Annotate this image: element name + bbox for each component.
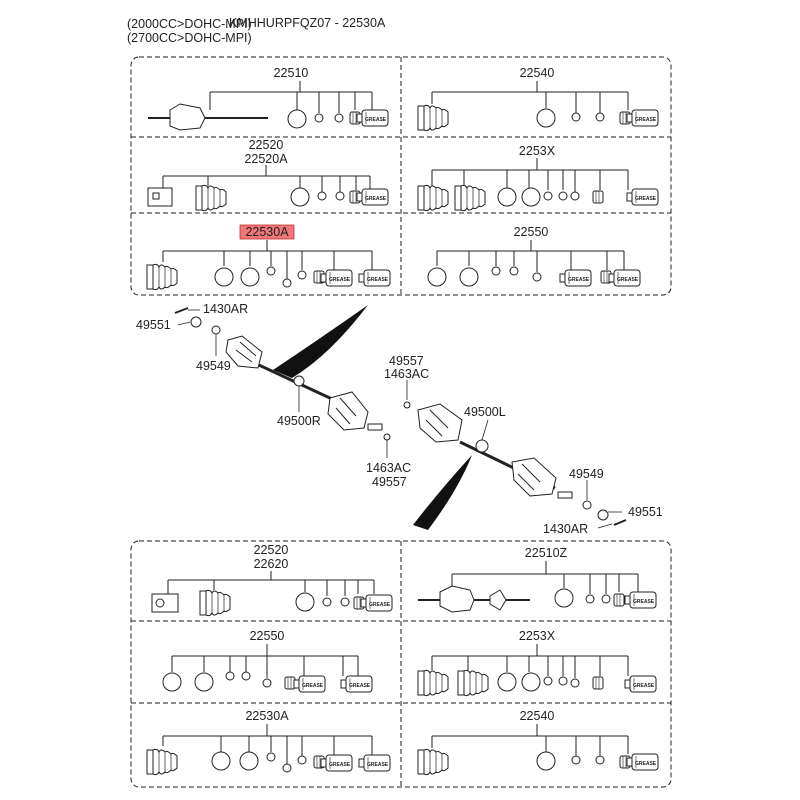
grease-label: GREASE	[617, 277, 639, 283]
label-1430ar-right: 1430AR	[543, 522, 588, 536]
kit-22510-lines	[148, 81, 373, 131]
section-band-lower	[413, 455, 472, 530]
label-49557-bottom: 49557	[372, 475, 407, 489]
kit-22530a-lines	[162, 240, 373, 288]
grease-label: GREASE	[635, 117, 657, 123]
grease-label: GREASE	[349, 683, 371, 689]
label-49500r: 49500R	[277, 414, 321, 428]
grease-label: GREASE	[329, 762, 351, 768]
bottom-kit-panel	[130, 540, 672, 788]
grease-label: GREASE	[633, 599, 655, 605]
drive-shaft-49500l	[417, 403, 627, 526]
label-22540-bottom: 22540	[520, 709, 555, 723]
kit-22550-lines	[427, 240, 625, 287]
label-22530a-highlight: 22530A	[245, 225, 289, 239]
kit-2253x-bottom-lines	[431, 644, 629, 692]
grease-label: GREASE	[369, 602, 391, 608]
label-22510: 22510	[274, 66, 309, 80]
center-leaders	[177, 309, 622, 529]
label-22550: 22550	[514, 225, 549, 239]
label-49549-right: 49549	[569, 467, 604, 481]
section-band-upper	[273, 305, 368, 378]
grease-label: GREASE	[365, 117, 387, 123]
label-22520-bottom: 22520	[254, 543, 289, 557]
label-49500l: 49500L	[464, 405, 506, 419]
label-22550-bottom: 22550	[250, 629, 285, 643]
label-1463ac-bottom: 1463AC	[366, 461, 411, 475]
kit-22510z-lines	[418, 561, 639, 613]
kit-22540-bottom-lines	[431, 724, 629, 771]
label-22520a: 22520A	[244, 152, 288, 166]
label-2253x-bottom: 2253X	[519, 629, 556, 643]
label-49551-left: 49551	[136, 318, 171, 332]
grease-label: GREASE	[365, 196, 387, 202]
kit-22520-bottom-lines	[151, 571, 375, 613]
grease-label: GREASE	[635, 761, 657, 767]
label-22520: 22520	[249, 138, 284, 152]
label-22620: 22620	[254, 557, 289, 571]
kit-22530a-bottom-lines	[162, 724, 373, 773]
label-2253x: 2253X	[519, 144, 556, 158]
label-49551-right: 49551	[628, 505, 663, 519]
part-code-overlay: KMHHURPFQZ07 - 22530A	[229, 16, 386, 30]
kit-22540-lines	[431, 81, 629, 128]
kit-2253x-lines	[431, 158, 629, 207]
label-1463ac-top: 1463AC	[384, 367, 429, 381]
label-1430ar-left: 1430AR	[203, 302, 248, 316]
grease-label: GREASE	[367, 762, 389, 768]
grease-label: GREASE	[302, 683, 324, 689]
grease-label: GREASE	[329, 277, 351, 283]
label-22510z: 22510Z	[525, 546, 568, 560]
grease-label: GREASE	[367, 277, 389, 283]
highlight-22530a	[239, 224, 295, 240]
engine-spec-line-2: (2700CC>DOHC-MPI)	[127, 31, 252, 45]
grease-label: GREASE	[633, 683, 655, 689]
kit-22520-lines	[147, 165, 371, 207]
label-49557-top: 49557	[389, 354, 424, 368]
kit-22550-bottom-lines	[162, 644, 359, 692]
label-49549-left: 49549	[196, 359, 231, 373]
label-22530a-bottom: 22530A	[245, 709, 289, 723]
grease-label: GREASE	[635, 196, 657, 202]
label-22540: 22540	[520, 66, 555, 80]
top-kit-panel	[130, 56, 672, 296]
grease-label: GREASE	[568, 277, 590, 283]
engine-spec-line-1: (2000CC>DOHC-MPI)	[127, 17, 252, 31]
